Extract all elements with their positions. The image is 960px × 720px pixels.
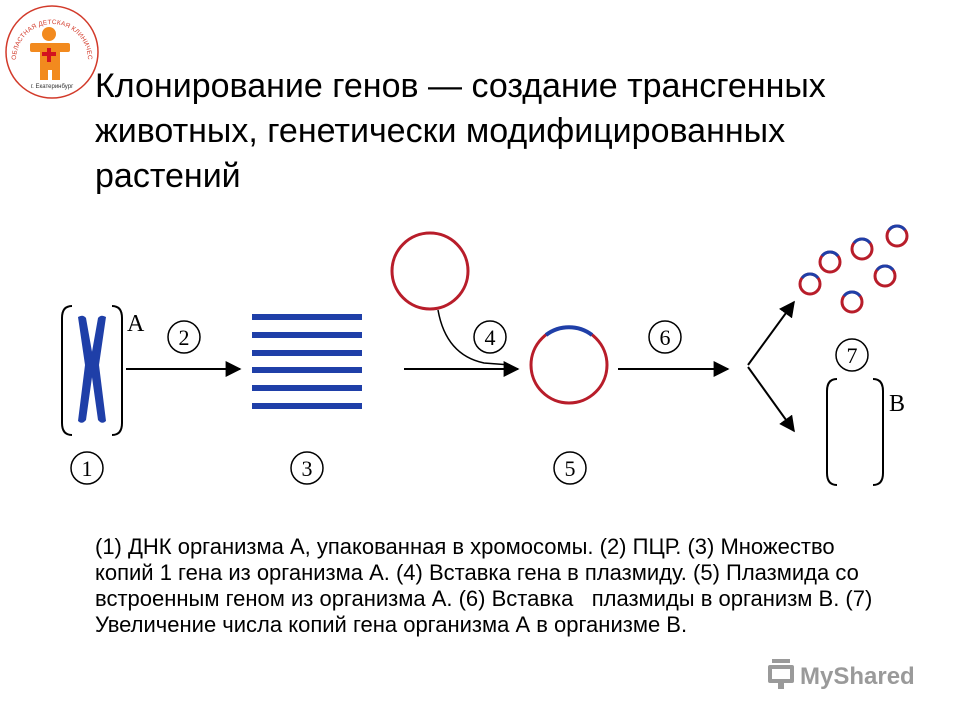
hospital-logo: ОБЛАСТНАЯ ДЕТСКАЯ КЛИНИЧЕСКАЯ БОЛЬНИЦА №…	[2, 2, 99, 99]
svg-text:3: 3	[302, 456, 313, 481]
step-1-badge: 1	[70, 451, 104, 485]
step-4-badge: 4	[473, 320, 507, 354]
plasmid-icon	[390, 231, 470, 311]
myshared-watermark[interactable]: MyShared	[766, 655, 936, 695]
watermark-text: MyShared	[800, 663, 915, 690]
organism-b-bracket	[826, 378, 884, 486]
child-figure-icon	[30, 27, 70, 80]
svg-text:7: 7	[847, 343, 858, 368]
step-3-badge: 3	[290, 451, 324, 485]
arrow-split-up	[747, 300, 795, 366]
organism-b-label: B	[889, 391, 905, 417]
svg-text:2: 2	[179, 325, 190, 350]
organism-a-bracket	[61, 305, 123, 436]
arrow-split-down	[747, 366, 795, 433]
svg-text:5: 5	[565, 456, 576, 481]
svg-text:4: 4	[485, 325, 496, 350]
svg-text:6: 6	[660, 325, 671, 350]
organism-a-label: A	[127, 311, 145, 337]
step-7-badge: 7	[835, 338, 869, 372]
recombinant-plasmid-icon	[529, 325, 609, 405]
step-2-badge: 2	[167, 320, 201, 354]
plasmid-copies-icon	[798, 224, 909, 314]
cloning-diagram: A B 1	[61, 224, 909, 486]
step-5-badge: 5	[553, 451, 587, 485]
gene-copies-icon	[252, 314, 362, 409]
diagram-caption: (1) ДНК организма А, упакованная в хромо…	[95, 534, 879, 637]
slide-title: Клонирование генов — создание трансгенны…	[95, 67, 826, 195]
step-6-badge: 6	[648, 320, 682, 354]
svg-text:1: 1	[82, 456, 93, 481]
logo-city: г. Екатеринбург	[31, 84, 74, 90]
projector-icon	[768, 659, 794, 689]
plasmid-path-line	[437, 309, 511, 366]
chromosome-icon	[78, 315, 106, 423]
